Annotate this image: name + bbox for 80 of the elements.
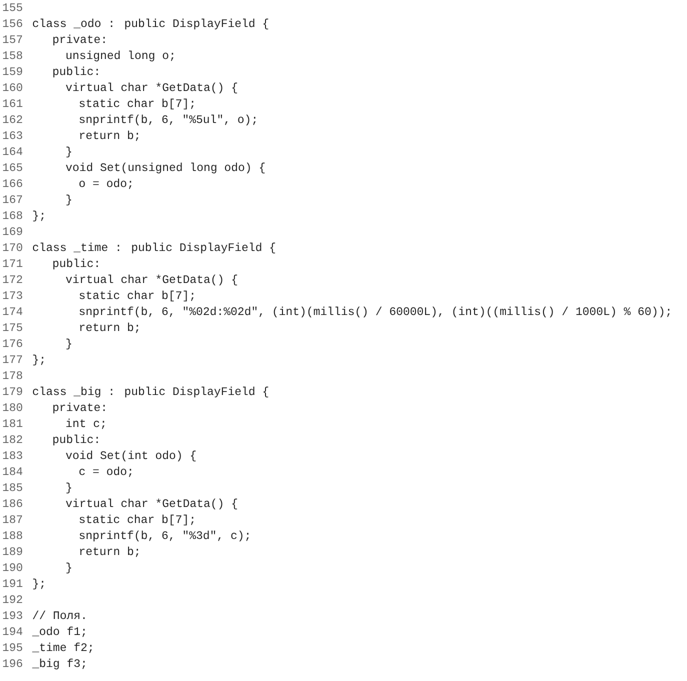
line-number: 195 bbox=[3, 643, 22, 652]
line-number: 185 bbox=[3, 483, 22, 492]
line-number: 168 bbox=[3, 211, 22, 220]
code-line: snprintf(b, 6, "%02d:%02d", (int)(millis() / 60000L), (int)((millis() / 1000L) % 60)); bbox=[80, 306, 670, 318]
line-number: 162 bbox=[3, 115, 22, 124]
line-number: 179 bbox=[3, 387, 22, 396]
code-line: public: bbox=[53, 434, 98, 446]
line-number: 188 bbox=[3, 531, 22, 540]
code-line: _odo f1; bbox=[32, 626, 85, 638]
line-number: 192 bbox=[3, 595, 22, 604]
line-number: 191 bbox=[3, 579, 22, 588]
code-line: class _odo : public DisplayField { bbox=[32, 18, 268, 30]
line-number: 177 bbox=[3, 355, 22, 363]
code-line: }; bbox=[33, 354, 44, 366]
code-line: public: bbox=[53, 258, 98, 270]
code-line: return b; bbox=[80, 322, 138, 334]
line-number: 186 bbox=[3, 499, 22, 508]
code-line: public: bbox=[53, 66, 98, 78]
code-line: virtual char *GetData() { bbox=[66, 274, 238, 286]
line-number: 180 bbox=[3, 403, 22, 412]
line-number: 193 bbox=[3, 611, 22, 620]
code-line: static char b[7]; bbox=[80, 290, 194, 302]
code-line: static char b[7]; bbox=[80, 98, 194, 110]
code-line: class _time : public DisplayField { bbox=[32, 242, 276, 254]
line-number: 159 bbox=[3, 67, 22, 76]
line-number: 158 bbox=[3, 51, 22, 60]
line-number: 156 bbox=[3, 19, 22, 28]
code-line: } bbox=[66, 146, 72, 158]
line-number: 182 bbox=[3, 435, 22, 444]
code-line: } bbox=[66, 338, 72, 350]
code-line: // Поля. bbox=[32, 610, 85, 620]
line-number: 172 bbox=[3, 275, 22, 283]
line-number: 173 bbox=[3, 291, 22, 300]
line-number: 183 bbox=[3, 451, 22, 460]
code-line: return b; bbox=[80, 546, 138, 558]
line-number: 170 bbox=[3, 243, 22, 252]
line-number: 160 bbox=[3, 83, 22, 92]
code-line: class _big : public DisplayField { bbox=[32, 386, 268, 398]
line-number: 167 bbox=[3, 195, 22, 204]
line-number: 165 bbox=[3, 163, 22, 172]
code-line: } bbox=[66, 482, 72, 494]
code-line: }; bbox=[33, 578, 44, 590]
line-number: 194 bbox=[3, 627, 22, 636]
line-number: 189 bbox=[3, 547, 22, 556]
code-line: int c; bbox=[66, 418, 104, 430]
line-number: 178 bbox=[3, 371, 22, 380]
code-line: return b; bbox=[80, 130, 138, 142]
line-number: 187 bbox=[3, 515, 22, 524]
line-number: 174 bbox=[3, 307, 22, 315]
code-line: private: bbox=[53, 402, 105, 414]
line-number: 155 bbox=[3, 3, 22, 12]
line-number: 171 bbox=[3, 259, 22, 267]
line-number: 181 bbox=[3, 419, 22, 428]
code-line: unsigned long o; bbox=[66, 50, 174, 62]
code-line: } bbox=[66, 562, 72, 574]
line-number: 163 bbox=[3, 131, 22, 140]
code-line: c = odo; bbox=[79, 466, 132, 478]
line-number: 196 bbox=[3, 659, 22, 668]
line-number: 169 bbox=[3, 227, 22, 236]
code-line: _big f3; bbox=[32, 658, 85, 670]
line-number: 176 bbox=[3, 339, 22, 348]
line-number: 184 bbox=[3, 467, 22, 476]
code-line: } bbox=[66, 194, 72, 206]
code-line: virtual char *GetData() { bbox=[66, 82, 238, 94]
line-number: 164 bbox=[3, 147, 22, 156]
code-line: o = odo; bbox=[79, 178, 132, 190]
code-line: virtual char *GetData() { bbox=[66, 498, 238, 510]
line-number: 175 bbox=[3, 323, 22, 332]
code-line: void Set(int odo) { bbox=[66, 450, 196, 462]
code-line: snprintf(b, 6, "%5ul", o); bbox=[80, 114, 256, 126]
code-line: _time f2; bbox=[32, 642, 92, 654]
code-line: }; bbox=[33, 210, 44, 222]
code-line: void Set(unsigned long odo) { bbox=[66, 162, 265, 174]
code-line: private: bbox=[53, 34, 105, 46]
code-line: snprintf(b, 6, "%3d", c); bbox=[80, 530, 249, 542]
line-number: 157 bbox=[3, 35, 22, 44]
line-number: 161 bbox=[3, 99, 22, 108]
code-line: static char b[7]; bbox=[80, 514, 194, 526]
line-number: 166 bbox=[3, 179, 22, 188]
line-number: 190 bbox=[3, 563, 22, 572]
